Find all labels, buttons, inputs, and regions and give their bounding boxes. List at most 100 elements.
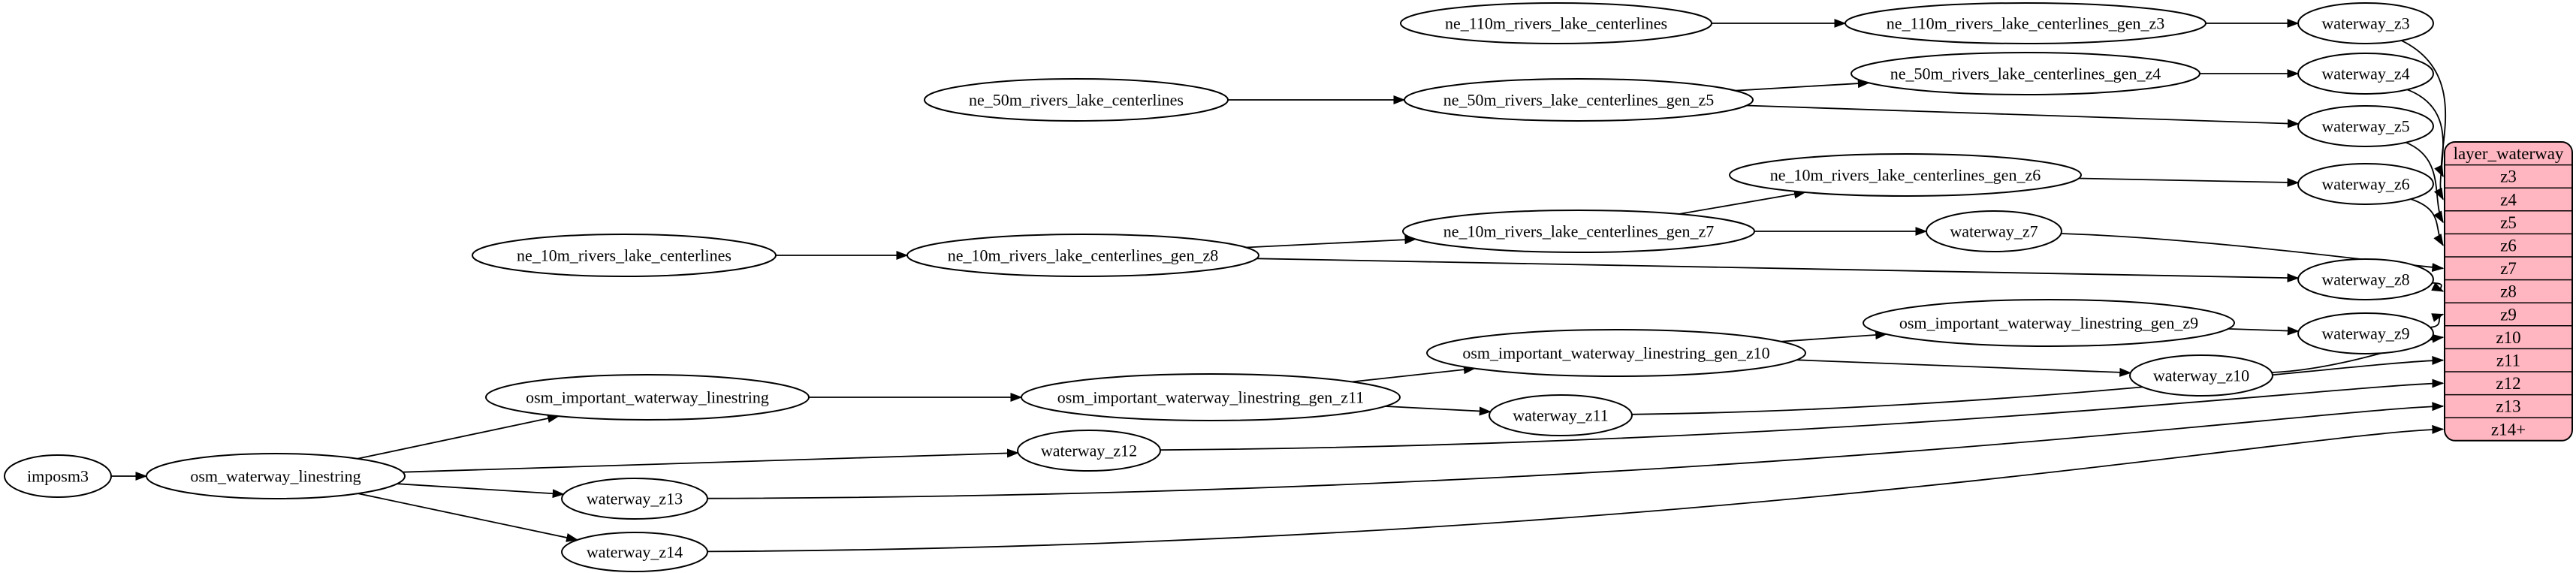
node-waterway-z5-shape	[2297, 105, 2434, 147]
node-ne-10m-rivers-lake-centerlines-label: ne_10m_rivers_lake_centerlines	[517, 246, 731, 264]
edges-layer	[111, 19, 2447, 553]
node-ne-50m-rivers-lake-centerlines-gen-z5-shape	[1404, 78, 1754, 122]
node-ne-110m-rivers-lake-centerlines-gen-z3: ne_110m_rivers_lake_centerlines_gen_z3	[1845, 2, 2206, 44]
node-osm-waterway-linestring-shape	[146, 453, 406, 499]
edge-osm-waterway-linestring-to-waterway-z12	[403, 448, 1019, 473]
edge-osm-important-waterway-linestring-gen-z10-to-osm-important-waterway-linestring-gen-z9	[1781, 330, 1888, 342]
node-waterway-z11-label: waterway_z11	[1513, 406, 1608, 424]
node-osm-waterway-linestring: osm_waterway_linestring	[146, 453, 406, 499]
node-osm-important-waterway-linestring-gen-z9-shape	[1863, 299, 2235, 347]
node-waterway-z12-label: waterway_z12	[1041, 441, 1137, 460]
edge-waterway-z10-to-layer-waterway-z10	[2271, 333, 2445, 373]
edge-ne-50m-rivers-lake-centerlines-gen-z5-to-waterway-z5	[1746, 104, 2300, 128]
node-waterway-z10-shape	[2129, 354, 2273, 397]
node-waterway-z12: waterway_z12	[1017, 430, 1161, 472]
node-osm-important-waterway-linestring-gen-z11: osm_important_waterway_linestring_gen_z1…	[1021, 373, 1401, 421]
node-ne-50m-rivers-lake-centerlines-gen-z5: ne_50m_rivers_lake_centerlines_gen_z5	[1404, 78, 1754, 122]
node-osm-important-waterway-linestring-gen-z10-label: osm_important_waterway_linestring_gen_z1…	[1462, 343, 1769, 362]
edge-osm-waterway-linestring-to-waterway-z14	[357, 493, 579, 542]
node-waterway-z12-shape	[1017, 430, 1161, 472]
table-row-z4: z4	[2500, 190, 2517, 209]
node-waterway-z6-shape	[2297, 163, 2434, 205]
edge-osm-important-waterway-linestring-gen-z9-to-waterway-z9	[2228, 326, 2300, 336]
node-waterway-z7: waterway_z7	[1926, 210, 2062, 252]
edge-waterway-z14-to-layer-waterway-z14plus	[707, 424, 2445, 553]
node-waterway-z14-shape	[561, 532, 708, 572]
node-imposm3-shape	[4, 454, 112, 498]
node-ne-110m-rivers-lake-centerlines: ne_110m_rivers_lake_centerlines	[1400, 2, 1712, 44]
table-row-z7: z7	[2500, 259, 2517, 278]
node-waterway-z10: waterway_z10	[2129, 354, 2273, 397]
node-waterway-z3-label: waterway_z3	[2321, 14, 2409, 32]
node-ne-50m-rivers-lake-centerlines-label: ne_50m_rivers_lake_centerlines	[969, 90, 1184, 109]
node-waterway-z5: waterway_z5	[2297, 105, 2434, 147]
node-ne-50m-rivers-lake-centerlines-gen-z5-label: ne_50m_rivers_lake_centerlines_gen_z5	[1443, 90, 1714, 109]
edge-waterway-z5-to-layer-waterway-z5	[2406, 141, 2444, 224]
edge-waterway-z6-to-layer-waterway-z6	[2410, 198, 2444, 246]
node-ne-10m-rivers-lake-centerlines-gen-z7-label: ne_10m_rivers_lake_centerlines_gen_z7	[1443, 222, 1714, 240]
node-ne-110m-rivers-lake-centerlines-gen-z3-label: ne_110m_rivers_lake_centerlines_gen_z3	[1887, 14, 2165, 32]
node-waterway-z11: waterway_z11	[1489, 394, 1633, 436]
nodes-layer: imposm3 osm_waterway_linestring osm_import…	[4, 2, 2434, 572]
table-row-z6: z6	[2500, 237, 2517, 255]
layer-waterway-table-background	[2444, 141, 2573, 442]
edge-osm-waterway-linestring-to-waterway-z13	[397, 483, 565, 499]
node-waterway-z7-label: waterway_z7	[1950, 222, 2038, 240]
table-row-z8: z8	[2500, 282, 2517, 301]
node-osm-important-waterway-linestring-label: osm_important_waterway_linestring	[526, 388, 769, 406]
node-waterway-z6: waterway_z6	[2297, 163, 2434, 205]
node-waterway-z8-label: waterway_z8	[2321, 270, 2409, 288]
node-imposm3-label: imposm3	[27, 466, 89, 485]
node-ne-10m-rivers-lake-centerlines-gen-z8-shape	[906, 234, 1259, 277]
table-row-z12: z12	[2496, 374, 2520, 393]
node-waterway-z14: waterway_z14	[561, 532, 708, 572]
node-osm-important-waterway-linestring-gen-z10-shape	[1426, 329, 1806, 377]
node-ne-110m-rivers-lake-centerlines-label: ne_110m_rivers_lake_centerlines	[1445, 14, 1667, 32]
node-ne-50m-rivers-lake-centerlines-gen-z4: ne_50m_rivers_lake_centerlines_gen_z4	[1851, 52, 2200, 95]
edge-ne-10m-rivers-lake-centerlines-gen-z6-to-waterway-z6	[2078, 177, 2300, 187]
node-waterway-z13-shape	[561, 478, 708, 520]
node-ne-50m-rivers-lake-centerlines-gen-z4-label: ne_50m_rivers_lake_centerlines_gen_z4	[1890, 64, 2161, 83]
layer-waterway-table: layer_waterwayz3z4z5z6z7z8z9z10z11z12z13…	[2444, 141, 2573, 442]
node-waterway-z6-label: waterway_z6	[2321, 174, 2409, 193]
node-waterway-z8: waterway_z8	[2297, 258, 2434, 300]
layer-waterway-table-title: layer_waterway	[2454, 144, 2564, 163]
node-ne-10m-rivers-lake-centerlines-shape	[472, 234, 777, 277]
table-row-z14plus: z14+	[2491, 420, 2526, 439]
node-waterway-z14-label: waterway_z14	[587, 542, 683, 561]
edge-waterway-z8-to-layer-waterway-z8	[2431, 282, 2445, 292]
table-row-z13: z13	[2496, 397, 2520, 416]
node-osm-important-waterway-linestring-gen-z11-label: osm_important_waterway_linestring_gen_z1…	[1057, 388, 1365, 406]
node-waterway-z4-shape	[2297, 53, 2434, 95]
edge-waterway-z12-to-layer-waterway-z12	[1160, 378, 2445, 451]
table-row-z3: z3	[2500, 167, 2517, 186]
node-waterway-z9-label: waterway_z9	[2321, 324, 2409, 342]
node-waterway-z13-label: waterway_z13	[587, 489, 683, 508]
edge-osm-important-waterway-linestring-gen-z11-to-osm-important-waterway-linestring-gen-z10	[1352, 365, 1476, 383]
node-waterway-z9-shape	[2297, 312, 2434, 354]
node-ne-10m-rivers-lake-centerlines-gen-z8: ne_10m_rivers_lake_centerlines_gen_z8	[906, 234, 1259, 277]
node-osm-important-waterway-linestring-gen-z11-shape	[1021, 373, 1401, 421]
node-ne-10m-rivers-lake-centerlines-gen-z6: ne_10m_rivers_lake_centerlines_gen_z6	[1729, 153, 2082, 197]
edge-waterway-z9-to-layer-waterway-z9	[2430, 313, 2445, 328]
node-waterway-z9: waterway_z9	[2297, 312, 2434, 354]
node-waterway-z3-shape	[2297, 2, 2434, 44]
table-row-z9: z9	[2500, 305, 2517, 324]
node-ne-10m-rivers-lake-centerlines-gen-z6-shape	[1729, 153, 2082, 197]
node-ne-50m-rivers-lake-centerlines: ne_50m_rivers_lake_centerlines	[924, 78, 1229, 122]
node-osm-waterway-linestring-label: osm_waterway_linestring	[190, 466, 360, 485]
node-ne-110m-rivers-lake-centerlines-gen-z3-shape	[1845, 2, 2206, 44]
node-waterway-z4-label: waterway_z4	[2321, 64, 2409, 83]
node-waterway-z7-shape	[1926, 210, 2062, 252]
edge-osm-waterway-linestring-to-osm-important-waterway-linestring	[357, 414, 560, 460]
node-ne-50m-rivers-lake-centerlines-shape	[924, 78, 1229, 122]
node-osm-important-waterway-linestring-shape	[485, 374, 810, 421]
node-waterway-z13: waterway_z13	[561, 478, 708, 520]
node-imposm3: imposm3	[4, 454, 112, 498]
node-osm-important-waterway-linestring-gen-z9: osm_important_waterway_linestring_gen_z9	[1863, 299, 2235, 347]
node-waterway-z10-label: waterway_z10	[2153, 366, 2249, 385]
node-ne-110m-rivers-lake-centerlines-shape	[1400, 2, 1712, 44]
edge-osm-important-waterway-linestring-gen-z11-to-waterway-z11	[1385, 406, 1492, 416]
